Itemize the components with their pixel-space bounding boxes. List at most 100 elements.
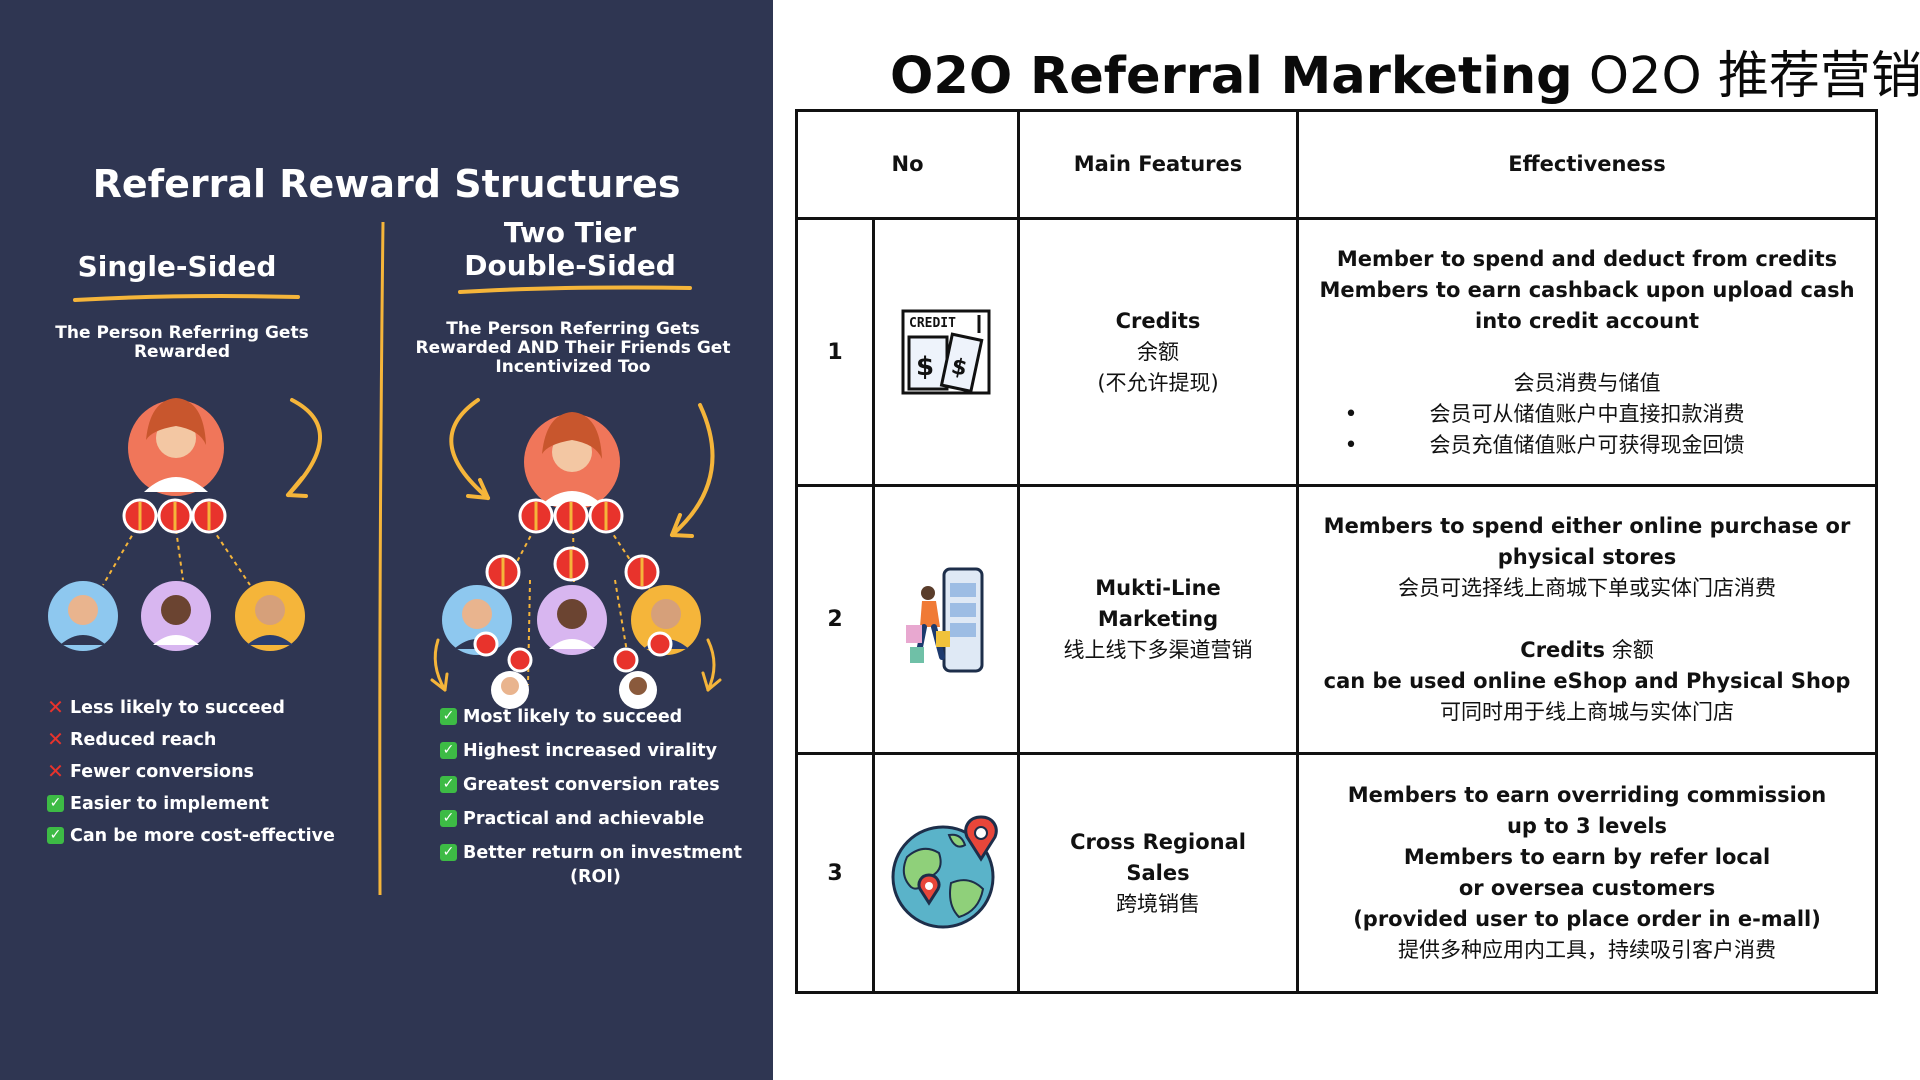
point-text: Greatest conversion rates [463, 775, 720, 795]
double-sided-points: ✓Most likely to succeed ✓Highest increas… [440, 706, 742, 864]
check-icon: ✓ [47, 795, 64, 812]
effectiveness-line-cn: 会员消费与储值 [1513, 370, 1661, 395]
curved-arrow-icon [670, 403, 715, 538]
bullet-item: 会员可从储值账户中直接扣款消费 [1345, 399, 1745, 430]
referral-infographic-panel: Referral Reward Structures Single-Sided … [0, 0, 773, 1080]
table-header-row: No Main Features Effectiveness [794, 109, 1879, 220]
credit-card-icon: CREDIT $ $ [871, 217, 1021, 487]
bullet-item: 会员充值储值账户可获得现金回馈 [1345, 430, 1745, 461]
check-icon: ✓ [440, 844, 457, 861]
svg-text:$: $ [949, 354, 969, 382]
effectiveness-bullets: 会员可从储值账户中直接扣款消费 会员充值储值账户可获得现金回馈 [1345, 399, 1745, 461]
double-sided-subtitle: The Person Referring Gets Rewarded AND T… [408, 320, 738, 377]
infographic-title: Referral Reward Structures [92, 162, 681, 206]
effectiveness-line: or oversea customers [1458, 876, 1716, 900]
subtitle-line: Incentivized Too [495, 357, 651, 377]
svg-text:$: $ [916, 352, 934, 382]
point-text: Better return on investment [463, 843, 743, 863]
credits-label-cn: 余额 [1611, 638, 1654, 662]
mobile-shopping-icon [871, 484, 1021, 755]
point-item: ✕ Fewer conversions [47, 761, 335, 783]
point-item: ✓Highest increased virality [440, 740, 742, 762]
effectiveness-line: Credits 余额 [1299, 635, 1875, 666]
single-sided-subtitle: The Person Referring Gets Rewarded [52, 324, 312, 362]
avatar-referrer [128, 398, 224, 496]
subtitle-line: The Person Referring Gets [55, 323, 309, 343]
avatar-friend [631, 585, 701, 655]
subtitle-line: The Person Referring Gets [446, 319, 700, 339]
avatar-second-tier [491, 671, 657, 709]
effectiveness-line: into credit account [1475, 308, 1700, 333]
credits-label: Credits [1520, 638, 1606, 662]
avatar-referrer [524, 412, 620, 510]
avatar-friend [537, 585, 607, 655]
effectiveness-line-cn: 提供多种应用内工具，持续吸引客户消费 [1398, 938, 1777, 962]
globe-pin-icon [871, 752, 1021, 994]
double-sided-title: Two Tier Double-Sided [430, 216, 710, 282]
title-line: Two Tier [503, 216, 637, 249]
avatar-friend [48, 581, 118, 651]
point-text: Most likely to succeed [463, 707, 683, 727]
feature-cell: Mukti-Line Marketing 线上线下多渠道营销 [1017, 484, 1300, 755]
table-row: 3 Cross Regional Sales 跨境销售 [795, 752, 1879, 994]
effectiveness-cell: Members to earn overriding commission up… [1296, 752, 1879, 994]
effectiveness-cell: Members to spend either online purchase … [1296, 484, 1879, 755]
curved-arrow-icon [430, 638, 722, 692]
effectiveness-line: (provided user to place order in e-mall) [1353, 907, 1821, 931]
curved-arrow-icon [449, 398, 490, 500]
feature-name-cn: 跨境销售 [1116, 891, 1201, 916]
table-row: 1 CREDIT $ $ Credits 余额 (不允许提现) [795, 217, 1879, 487]
column-divider [378, 221, 385, 896]
effectiveness-line: Members to spend either online purchase … [1323, 514, 1851, 538]
point-item: ✓ Can be more cost-effective [47, 825, 335, 847]
feature-name: Mukti-Line [1095, 576, 1221, 600]
feature-name: Cross Regional [1070, 829, 1246, 854]
point-item: ✕Reduced reach [47, 729, 335, 751]
effectiveness-line: Members to earn cashback upon upload cas… [1319, 277, 1855, 302]
point-item: ✓ Better return on investment [440, 842, 742, 864]
page-title: O2O Referral Marketing O2O 推荐营销 [890, 34, 1920, 108]
referral-diagram [48, 221, 722, 896]
point-item: ✓Greatest conversion rates [440, 774, 742, 796]
double-title-underline [458, 285, 692, 294]
point-item: ✓ Practical and achievable [440, 808, 742, 830]
feature-cell: Cross Regional Sales 跨境销售 [1017, 752, 1300, 994]
single-sided-title: Single-Sided [77, 250, 277, 283]
point-item: ✕Less likely to succeed [47, 697, 335, 719]
title-english: O2O Referral Marketing [890, 47, 1573, 106]
row-number: 2 [795, 484, 875, 755]
feature-name: Credits [1115, 308, 1201, 333]
single-title-underline [73, 294, 300, 302]
check-icon: ✓ [440, 810, 457, 827]
header-main-features: Main Features [1017, 109, 1300, 220]
point-text: Reduced reach [70, 730, 217, 750]
point-text: Practical and achievable [463, 809, 705, 829]
effectiveness-cell: Member to spend and deduct from credits … [1296, 217, 1879, 487]
point-text: Easier to implement [70, 794, 269, 814]
check-icon: ✓ [440, 742, 457, 759]
row-number: 1 [795, 217, 875, 487]
roi-text: (ROI) [570, 867, 621, 887]
cross-icon: ✕ [47, 759, 64, 783]
subtitle-line: Rewarded AND Their Friends Get [415, 338, 731, 358]
effectiveness-line-cn: 会员可选择线上商城下单或实体门店消费 [1398, 576, 1777, 600]
header-effectiveness: Effectiveness [1296, 109, 1879, 220]
check-icon: ✓ [47, 827, 64, 844]
feature-name-cn: 余额 [1137, 339, 1180, 364]
curved-arrow-icon [286, 398, 322, 498]
title-line: Double-Sided [464, 249, 676, 282]
point-item: ✓Most likely to succeed [440, 706, 742, 728]
feature-name-cn: 线上线下多渠道营销 [1063, 638, 1253, 662]
avatar-friend [235, 581, 305, 651]
feature-name: Sales [1126, 860, 1190, 885]
effectiveness-line-cn: 可同时用于线上商城与实体门店 [1440, 700, 1735, 724]
effectiveness-line: can be used online eShop and Physical Sh… [1323, 669, 1851, 693]
feature-name: Marketing [1097, 607, 1219, 631]
table-row: 2 Mukti-Line Marketing 线上线下 [795, 484, 1879, 755]
effectiveness-line: physical stores [1497, 545, 1677, 569]
feature-cell: Credits 余额 (不允许提现) [1017, 217, 1300, 487]
point-text: Can be more cost-effective [70, 826, 335, 846]
point-text: Fewer conversions [70, 762, 254, 782]
feature-note: (不允许提现) [1097, 370, 1219, 395]
title-chinese: O2O 推荐营销 [1588, 47, 1920, 106]
